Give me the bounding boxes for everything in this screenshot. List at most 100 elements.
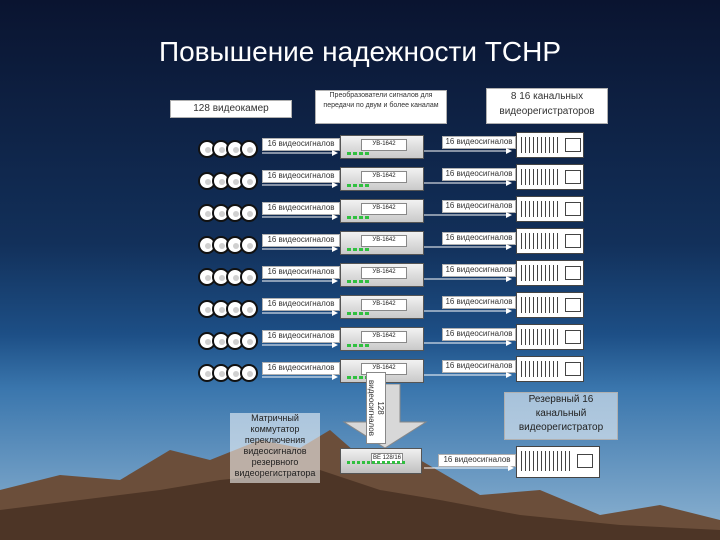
video-recorder bbox=[516, 260, 584, 286]
output-signal-label: 16 видеосигналов bbox=[442, 232, 516, 245]
arrow-right-icon bbox=[424, 180, 512, 186]
arrow-right-icon bbox=[262, 246, 338, 252]
led-indicators bbox=[347, 248, 371, 251]
arrow-right-icon bbox=[262, 214, 338, 220]
recorders-label: 8 16 канальных видеорегистраторов bbox=[486, 88, 608, 124]
camera-icon bbox=[240, 172, 258, 190]
converter-device: УВ-1642 bbox=[340, 263, 424, 287]
output-signal-label: 16 видеосигналов bbox=[442, 200, 516, 213]
input-signal-label: 16 видеосигналов bbox=[262, 362, 340, 375]
reserve-video-recorder bbox=[516, 446, 600, 478]
matrix-switch-device: ВЕ 128/16 bbox=[340, 448, 422, 474]
input-signal-label: 16 видеосигналов bbox=[262, 234, 340, 247]
converter-device: УВ-1642 bbox=[340, 295, 424, 319]
recorder-drive bbox=[565, 298, 581, 312]
camera-icon bbox=[240, 268, 258, 286]
converter-model-label: УВ-1642 bbox=[361, 331, 407, 343]
signal-row: 16 видеосигналов УВ-1642 16 видеосигнало… bbox=[180, 194, 620, 226]
matrix-switch-label: Матричный коммутатор переключения видеос… bbox=[230, 413, 320, 483]
led-indicators bbox=[347, 461, 407, 464]
recorder-front-panel bbox=[521, 329, 561, 345]
converter-model-label: УВ-1642 bbox=[361, 203, 407, 215]
output-signal-label: 16 видеосигналов bbox=[442, 360, 516, 373]
output-signal-label: 16 видеосигналов bbox=[442, 136, 516, 149]
converter-model-label: УВ-1642 bbox=[361, 139, 407, 151]
arrow-right-icon bbox=[262, 374, 338, 380]
input-signal-label: 16 видеосигналов bbox=[262, 330, 340, 343]
recorder-front-panel bbox=[521, 297, 561, 313]
recorder-drive bbox=[565, 266, 581, 280]
arrow-right-icon bbox=[262, 342, 338, 348]
recorder-front-panel bbox=[521, 137, 561, 153]
led-indicators bbox=[347, 216, 371, 219]
camera-icon bbox=[212, 364, 230, 382]
converters-label: Преобразователи сигналов для передачи по… bbox=[315, 90, 447, 124]
camera-group bbox=[198, 268, 260, 288]
signal-row: 16 видеосигналов УВ-1642 16 видеосигнало… bbox=[180, 290, 620, 322]
recorder-drive bbox=[565, 202, 581, 216]
camera-group bbox=[198, 140, 260, 160]
camera-group bbox=[198, 332, 260, 352]
camera-group bbox=[198, 300, 260, 320]
converter-device: УВ-1642 bbox=[340, 135, 424, 159]
video-recorder bbox=[516, 132, 584, 158]
recorder-drive bbox=[577, 454, 593, 468]
signal-rows: 16 видеосигналов УВ-1642 16 видеосигнало… bbox=[180, 130, 620, 386]
video-recorder bbox=[516, 292, 584, 318]
camera-group bbox=[198, 172, 260, 192]
camera-icon bbox=[240, 364, 258, 382]
output-signal-label: 16 видеосигналов bbox=[442, 328, 516, 341]
converter-model-label: УВ-1642 bbox=[361, 267, 407, 279]
recorder-front-panel bbox=[521, 169, 561, 185]
signals-128-label: 128 видеосигналов bbox=[366, 372, 386, 444]
arrow-right-icon bbox=[262, 150, 338, 156]
arrow-right-icon bbox=[424, 148, 512, 154]
recorder-drive bbox=[565, 330, 581, 344]
led-indicators bbox=[347, 312, 371, 315]
arrow-right-icon bbox=[262, 310, 338, 316]
input-signal-label: 16 видеосигналов bbox=[262, 138, 340, 151]
camera-icon bbox=[226, 204, 244, 222]
led-indicators bbox=[347, 184, 371, 187]
camera-group bbox=[198, 204, 260, 224]
camera-icon bbox=[240, 332, 258, 350]
input-signal-label: 16 видеосигналов bbox=[262, 170, 340, 183]
camera-icon bbox=[240, 236, 258, 254]
arrow-right-icon bbox=[424, 372, 512, 378]
converter-device: УВ-1642 bbox=[340, 199, 424, 223]
camera-icon bbox=[240, 204, 258, 222]
arrow-right-icon bbox=[424, 308, 512, 314]
video-recorder bbox=[516, 228, 584, 254]
output-signal-label: 16 видеосигналов bbox=[442, 168, 516, 181]
arrow-right-icon bbox=[262, 182, 338, 188]
led-indicators bbox=[347, 280, 371, 283]
camera-icon bbox=[240, 300, 258, 318]
reserve-signal-label: 16 видеосигналов bbox=[438, 454, 516, 467]
led-indicators bbox=[347, 376, 371, 379]
signal-row: 16 видеосигналов УВ-1642 16 видеосигнало… bbox=[180, 322, 620, 354]
recorder-drive bbox=[565, 138, 581, 152]
recorder-front-panel bbox=[521, 451, 571, 471]
input-signal-label: 16 видеосигналов bbox=[262, 266, 340, 279]
camera-group bbox=[198, 364, 260, 384]
input-signal-label: 16 видеосигналов bbox=[262, 298, 340, 311]
signal-row: 16 видеосигналов УВ-1642 16 видеосигнало… bbox=[180, 130, 620, 162]
converter-device: УВ-1642 bbox=[340, 231, 424, 255]
arrow-right-icon bbox=[424, 340, 512, 346]
recorder-front-panel bbox=[521, 265, 561, 281]
recorder-drive bbox=[565, 170, 581, 184]
arrow-right-icon bbox=[262, 278, 338, 284]
video-recorder bbox=[516, 356, 584, 382]
arrow-right-icon bbox=[424, 244, 512, 250]
camera-icon bbox=[212, 140, 230, 158]
arrow-right-icon bbox=[424, 465, 514, 471]
video-recorder bbox=[516, 164, 584, 190]
input-signal-label: 16 видеосигналов bbox=[262, 202, 340, 215]
camera-group bbox=[198, 236, 260, 256]
signal-row: 16 видеосигналов УВ-1642 16 видеосигнало… bbox=[180, 354, 620, 386]
output-signal-label: 16 видеосигналов bbox=[442, 296, 516, 309]
recorder-front-panel bbox=[521, 201, 561, 217]
video-recorder bbox=[516, 196, 584, 222]
camera-icon bbox=[226, 236, 244, 254]
